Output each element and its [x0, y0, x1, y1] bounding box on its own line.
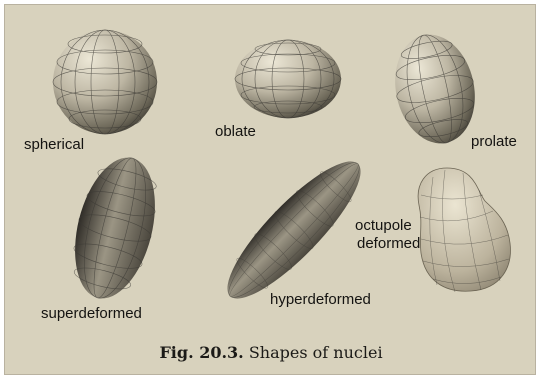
figure-caption: Fig. 20.3. Shapes of nuclei: [5, 343, 536, 362]
figure-caption-text: Shapes of nuclei: [244, 343, 383, 362]
octupole-deformed-nucleus: [418, 168, 510, 292]
label-spherical: spherical: [24, 136, 84, 153]
label-octupole: octupole: [355, 217, 412, 234]
label-oblate: oblate: [215, 123, 256, 140]
label-hyperdeformed: hyperdeformed: [270, 291, 371, 308]
figure-photo: spherical oblate prolate superdeformed h…: [4, 4, 536, 375]
label-deformed: deformed: [357, 235, 420, 252]
hyperdeformed-nucleus: [211, 146, 376, 314]
prolate-nucleus: [385, 27, 484, 151]
spherical-nucleus: [53, 30, 157, 134]
figure-number: Fig. 20.3.: [159, 343, 243, 362]
oblate-nucleus: [235, 40, 341, 118]
label-superdeformed: superdeformed: [41, 305, 142, 322]
superdeformed-nucleus: [62, 149, 169, 307]
label-prolate: prolate: [471, 133, 517, 150]
